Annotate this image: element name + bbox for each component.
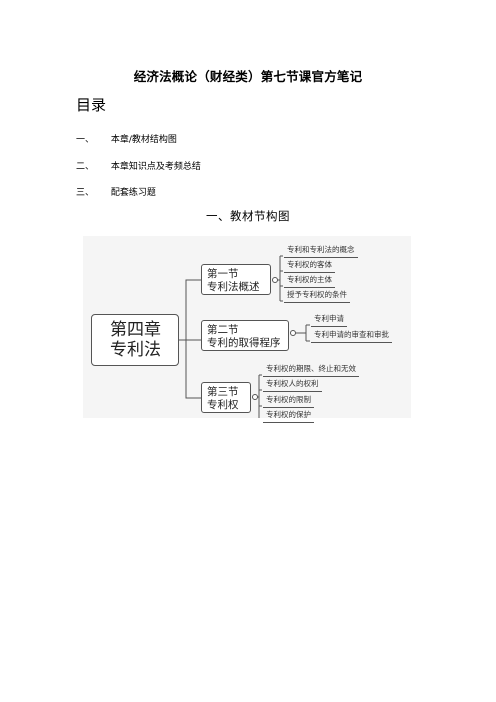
mind-map-leaf: 专利申请的审查和审批 [311, 329, 392, 343]
section-node-line: 专利权 [207, 399, 239, 411]
mind-map-section-node: 第三节 专利权 [201, 382, 251, 413]
collapse-toggle-icon [252, 394, 258, 400]
connector-sec3-leaf [259, 374, 262, 407]
mind-map-leaf: 专利权的期限、终止和无效 [263, 363, 359, 377]
toc-item-text: 配套练习题 [110, 188, 156, 198]
mind-map-leaf: 专利和专利法的概念 [284, 244, 358, 258]
toc-item[interactable]: 一、 本章/教材结构图 [76, 132, 177, 145]
toc-item-text: 本章知识点及考频总结 [110, 162, 201, 172]
connector-root-sec3 [185, 340, 201, 399]
document-title: 经济法概论（财经类）第七节课官方笔记 [133, 69, 363, 84]
mind-map-leaf: 授予专利权的条件 [284, 289, 350, 303]
section-node-line: 第二节 [207, 324, 239, 336]
mind-map-section-node: 第二节 专利的取得程序 [201, 320, 289, 351]
toc-item[interactable]: 二、 本章知识点及考频总结 [76, 159, 201, 172]
connector-root-sec1 [179, 279, 201, 341]
section-node-line: 专利的取得程序 [207, 337, 281, 349]
mind-map-leaf: 专利权的保护 [263, 409, 314, 423]
mind-map-connectors [179, 255, 310, 418]
mind-map-root-node: 第四章 专利法 [91, 314, 179, 366]
mind-map-leaf: 专利申请 [311, 313, 347, 327]
mind-map-section-node: 第一节 专利法概述 [201, 264, 271, 295]
section-node-line: 专利法概述 [207, 281, 260, 293]
toc-item-number: 二、 [76, 162, 95, 172]
root-node-line: 专利法 [110, 340, 161, 360]
section-node-line: 第三节 [207, 386, 239, 398]
mind-map: 第四章 专利法 第一节 专利法概述 第二节 专利的取得程序 第三节 专利权 专利… [83, 236, 411, 423]
section-node-line: 第一节 [207, 268, 239, 280]
section-heading: 一、教材节构图 [206, 209, 290, 223]
toc-item-number: 三、 [76, 188, 95, 198]
mind-map-leaf: 专利权人的权利 [263, 378, 322, 392]
mind-map-leaf: 专利权的主体 [284, 274, 335, 288]
connector-sec2-leaf [306, 324, 310, 342]
toc-item[interactable]: 三、 配套练习题 [76, 185, 156, 198]
toc-item-number: 一、 [76, 135, 95, 145]
mind-map-leaf: 专利权的限制 [263, 394, 314, 408]
connector-sec1-leaf [280, 255, 283, 302]
root-node-line: 第四章 [110, 320, 161, 340]
mind-map-leaf: 专利权的客体 [284, 259, 335, 273]
toc-item-text: 本章/教材结构图 [110, 135, 177, 145]
collapse-toggle-icon [272, 277, 278, 283]
toc-heading: 目录 [76, 96, 107, 114]
collapse-toggle-icon [290, 330, 296, 336]
